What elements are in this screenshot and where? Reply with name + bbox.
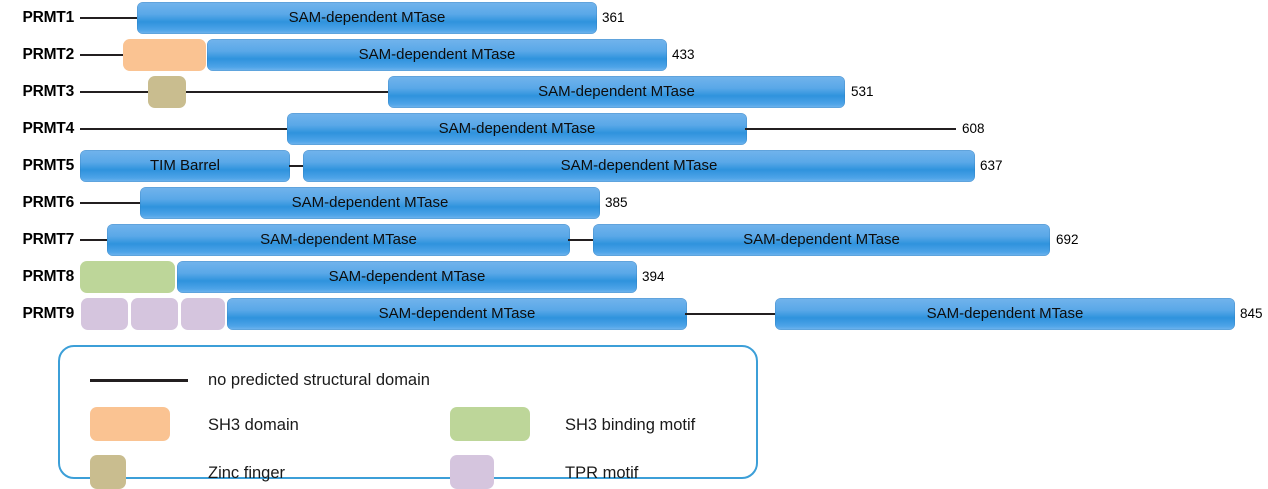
domain-box-sam: SAM-dependent MTase (137, 2, 597, 34)
domain-box-sam: SAM-dependent MTase (593, 224, 1050, 256)
domain-box-sam: SAM-dependent MTase (207, 39, 667, 71)
domain-box-sam: SAM-dependent MTase (775, 298, 1235, 330)
domain-box-sam: SAM-dependent MTase (303, 150, 975, 182)
domain-label: SAM-dependent MTase (926, 305, 1084, 322)
protein-name-label: PRMT1 (22, 9, 74, 26)
domain-label (148, 76, 186, 108)
protein-length-label: 394 (642, 269, 665, 284)
protein-name-label: PRMT9 (22, 305, 74, 322)
legend-swatch-sh3-domain (90, 407, 170, 441)
protein-row: PRMT2 SAM-dependent MTase 433 (0, 37, 1268, 73)
protein-row: PRMT3 SAM-dependent MTase 531 (0, 74, 1268, 110)
legend-label-zinc-finger: Zinc finger (208, 464, 286, 482)
legend-label-sh3-domain: SH3 domain (208, 416, 299, 434)
domain-label (80, 261, 175, 293)
domain-box-zinc (148, 76, 186, 108)
backbone-line (568, 238, 595, 242)
protein-row: PRMT6 SAM-dependent MTase 385 (0, 185, 1268, 221)
domain-label (181, 298, 225, 330)
protein-length-label: 531 (851, 84, 874, 99)
domain-label: SAM-dependent MTase (378, 305, 536, 322)
domain-label: SAM-dependent MTase (560, 157, 718, 174)
backbone-line (289, 164, 305, 168)
domain-box-sh3 (123, 39, 206, 71)
backbone-line (80, 127, 290, 131)
legend-swatch-line (90, 379, 188, 382)
legend-label-sh3-binding-motif: SH3 binding motif (565, 416, 696, 434)
backbone-line (685, 312, 777, 316)
domain-box-tpr (81, 298, 128, 330)
legend-label-tpr-motif: TPR motif (565, 464, 639, 482)
domain-box-sh3b (80, 261, 175, 293)
domain-box-sam: SAM-dependent MTase (140, 187, 600, 219)
protein-name-label: PRMT5 (22, 157, 74, 174)
domain-label: SAM-dependent MTase (291, 194, 449, 211)
protein-length-label: 637 (980, 158, 1003, 173)
domain-label: SAM-dependent MTase (743, 231, 900, 248)
protein-length-label: 692 (1056, 232, 1079, 247)
domain-box-sam: SAM-dependent MTase (107, 224, 570, 256)
domain-label: SAM-dependent MTase (328, 268, 486, 285)
domain-label (131, 298, 178, 330)
domain-label (81, 298, 128, 330)
protein-length-label: 433 (672, 47, 695, 62)
protein-length-label: 608 (962, 121, 985, 136)
backbone-line (745, 127, 956, 131)
protein-name-label: PRMT7 (22, 231, 74, 248)
protein-row: PRMT9 SAM-dependent MTase SAM-dependent MT… (0, 296, 1268, 332)
domain-label: SAM-dependent MTase (438, 120, 596, 137)
domain-box-sam: SAM-dependent MTase (388, 76, 845, 108)
domain-label: SAM-dependent MTase (288, 9, 446, 26)
domain-label (123, 39, 206, 71)
protein-name-label: PRMT3 (22, 83, 74, 100)
legend-swatch-sh3-binding-motif (450, 407, 530, 441)
domain-label: SAM-dependent MTase (358, 46, 516, 63)
legend-swatch-zinc-finger (90, 455, 126, 489)
domain-box-tpr (131, 298, 178, 330)
domain-box-sam: SAM-dependent MTase (177, 261, 637, 293)
backbone-line (80, 53, 125, 57)
protein-row: PRMT1 SAM-dependent MTase 361 (0, 0, 1268, 36)
protein-name-label: PRMT2 (22, 46, 74, 63)
backbone-line (80, 90, 390, 94)
protein-row: PRMT8 SAM-dependent MTase 394 (0, 259, 1268, 295)
domain-box-tpr (181, 298, 225, 330)
legend-panel: no predicted structural domain SH3 domai… (58, 345, 758, 489)
protein-name-label: PRMT4 (22, 120, 74, 137)
protein-row: PRMT4 SAM-dependent MTase 608 (0, 111, 1268, 147)
legend-swatch-tpr-motif (450, 455, 494, 489)
domain-box-sam: TIM Barrel (80, 150, 290, 182)
domain-box-sam: SAM-dependent MTase (287, 113, 747, 145)
protein-row: PRMT5 TIM Barrel SAM-dependent MTase 637 (0, 148, 1268, 184)
protein-length-label: 361 (602, 10, 625, 25)
protein-length-label: 385 (605, 195, 628, 210)
backbone-line (80, 201, 142, 205)
protein-length-label: 845 (1240, 306, 1263, 321)
protein-name-label: PRMT8 (22, 268, 74, 285)
backbone-line (80, 16, 140, 20)
domain-box-sam: SAM-dependent MTase (227, 298, 687, 330)
backbone-line (80, 238, 110, 242)
legend-label-no-domain: no predicted structural domain (208, 371, 430, 389)
domain-label: SAM-dependent MTase (538, 83, 695, 100)
domain-label: TIM Barrel (149, 157, 220, 174)
protein-name-label: PRMT6 (22, 194, 74, 211)
domain-label: SAM-dependent MTase (260, 231, 417, 248)
protein-row: PRMT7 SAM-dependent MTase SAM-dependent MT… (0, 222, 1268, 258)
